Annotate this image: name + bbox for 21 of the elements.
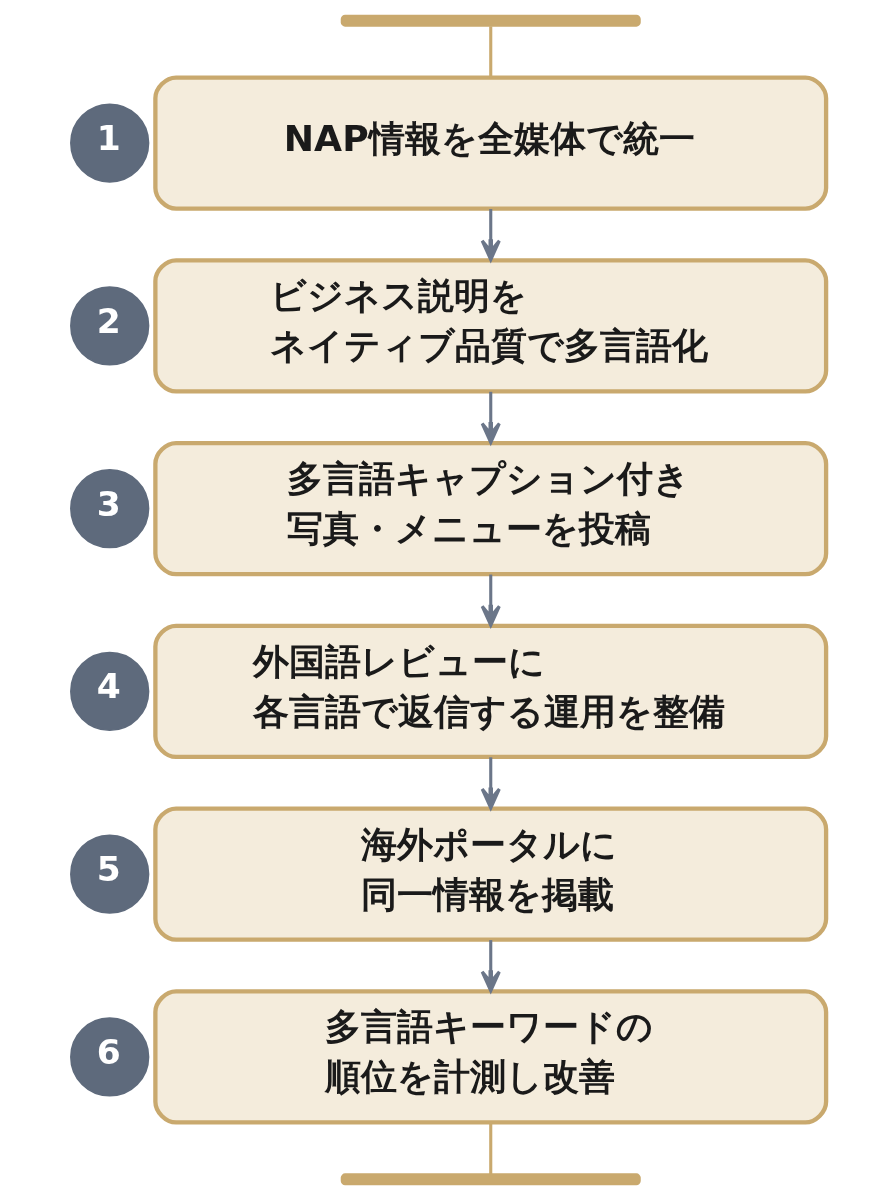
arrow [480,574,501,627]
node-box: 海外ポータルに同一情報を掲載 [152,806,828,942]
connector [488,1123,492,1175]
arrow [480,940,501,993]
node-bar [340,1173,641,1186]
node-box: 多言語キーワードの順位を計測し改善 [152,989,828,1125]
node-circle: 1 [69,103,149,183]
node-box: 外国語レビューに各言語で返信する運用を整備 [152,623,828,760]
node-circle: 3 [69,468,149,549]
node-circle: 4 [69,651,149,732]
node-box: 多言語キャプション付き写真・メニューを投稿 [152,440,828,577]
node-box: NAP情報を全媒体で統一 [152,75,828,211]
node-circle: 2 [69,286,149,366]
arrow [480,391,501,445]
connector [488,26,492,78]
node-circle: 5 [69,834,149,914]
node-circle: 6 [69,1017,149,1097]
node-box: ビジネス説明をネイティブ品質で多言語化 [152,258,828,394]
node-bar [340,14,641,27]
arrow [480,757,501,810]
arrow [480,209,501,262]
